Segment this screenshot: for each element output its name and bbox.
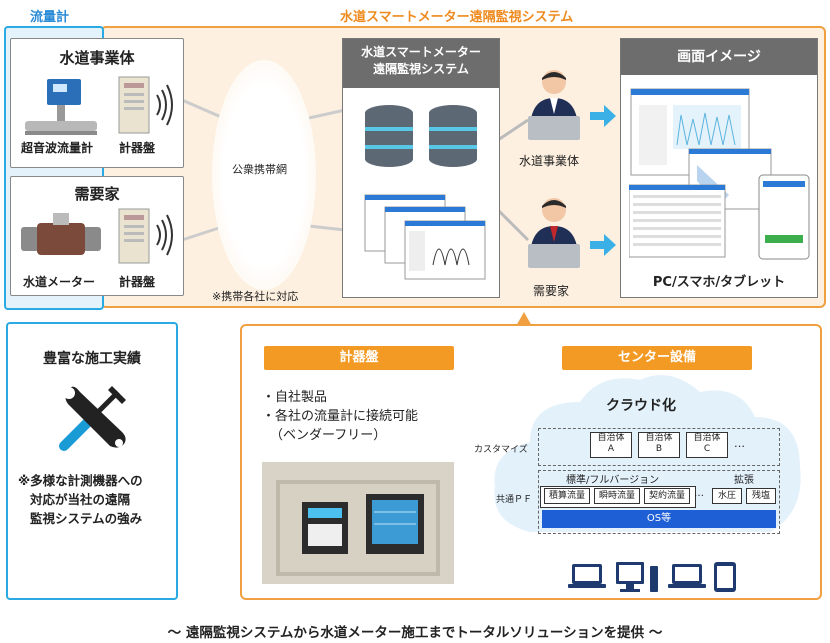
panel-label: 計器盤	[119, 275, 156, 289]
feature-ellipsis: …	[694, 488, 704, 499]
network-note: ※携帯各社に対応	[212, 290, 299, 303]
achievements-note-line2: 対応が当社の遠隔	[30, 492, 131, 507]
feature-water-pressure: 水圧	[712, 488, 742, 504]
client-devices-icon	[568, 562, 736, 592]
achievements-box: 豊富な施工実績 ※多様な計測機器への 対応が当社の遠隔 監視システムの強み	[6, 322, 178, 600]
municipality-label: 自治体	[693, 433, 721, 443]
extension-label: 拡張	[734, 475, 754, 486]
achievements-note-line1: ※多様な計測機器への	[18, 473, 143, 488]
ultrasonic-flowmeter-icon	[25, 79, 97, 135]
card-title: 需要家	[74, 185, 120, 203]
dashboard-screens-icon	[364, 194, 486, 280]
municipality-b: 自治体 B	[638, 432, 680, 458]
customize-label: カスタマイズ	[474, 445, 528, 455]
achievements-note-line3: 監視システムの強み	[30, 511, 143, 526]
standard-version-label: 標準/フルバージョン	[566, 475, 660, 486]
feature-residual-chlorine: 残塩	[746, 488, 776, 504]
screen-image-card: 画面イメージ PC/スマホ/タブレット	[620, 38, 818, 298]
municipality-id: C	[703, 444, 711, 454]
instrument-header: 計器盤	[264, 346, 454, 370]
instrument-bullet3: （ベンダーフリー）	[270, 428, 387, 443]
municipality-id: A	[607, 444, 615, 454]
common-pf-bracket	[538, 470, 780, 534]
user-utility-label: 水道事業体	[519, 154, 580, 168]
cloud-title: クラウド化	[606, 398, 676, 414]
instrument-panel-photo	[262, 462, 454, 584]
user-customer-label: 需要家	[533, 284, 570, 298]
connector-triangle-icon	[516, 312, 532, 326]
center-equipment-header: センター設備	[562, 346, 752, 370]
instrument-panel-icon	[118, 76, 173, 134]
panel-label: 計器盤	[119, 141, 156, 155]
instrument-panel-icon	[118, 208, 173, 264]
footer-tagline: ～ 遠隔監視システムから水道メーター施工までトータルソリューションを提供 ～	[167, 625, 663, 641]
screen-card-title: 画面イメージ	[621, 39, 817, 75]
network-label: 公衆携帯網	[232, 163, 287, 176]
meter-label: 超音波流量計	[21, 141, 94, 155]
customize-bracket	[538, 428, 780, 466]
customer-user-icon	[528, 198, 580, 268]
feature-instant-flow: 瞬時流量	[594, 488, 640, 504]
feature-cumulative-flow: 積算流量	[544, 488, 590, 504]
tools-icon	[59, 386, 126, 451]
mobile-network-cloud	[212, 60, 316, 290]
municipality-label: 自治体	[597, 433, 625, 443]
instrument-bullet1: ・自社製品	[262, 390, 328, 405]
municipality-id: B	[655, 444, 663, 454]
monitoring-system-card: 水道スマートメーター 遠隔監視システム	[342, 38, 500, 298]
arrow-right-icon	[590, 234, 616, 256]
arrow-right-icon	[590, 105, 616, 127]
server-database-icon	[365, 105, 477, 167]
flowmeter-section-title: 流量計	[30, 10, 70, 25]
municipality-label: 自治体	[645, 433, 673, 443]
municipality-ellipsis: …	[734, 437, 745, 450]
instrument-bullet2: ・各社の流量計に接続可能	[262, 409, 419, 424]
card-title: 水道事業体	[59, 49, 135, 67]
feature-contract-flow: 契約流量	[644, 488, 690, 504]
achievements-title: 豊富な施工実績	[43, 351, 141, 367]
municipality-c: 自治体 C	[686, 432, 728, 458]
common-pf-label: 共通ＰＦ	[496, 495, 533, 505]
system-title-line1: 水道スマートメーター	[361, 45, 481, 59]
device-caption: PC/スマホ/タブレット	[652, 275, 786, 290]
meter-label: 水道メーター	[23, 275, 96, 289]
system-section-title: 水道スマートメーター遠隔監視システム	[340, 10, 574, 25]
flowmeter-card-utility: 水道事業体 超音波流量計 計器盤	[10, 38, 184, 168]
system-card-header: 水道スマートメーター 遠隔監視システム	[343, 39, 499, 88]
flowmeter-card-customer: 需要家 水道メーター 計器盤	[10, 176, 184, 296]
water-meter-icon	[21, 213, 101, 255]
app-screenshots-icon	[629, 88, 810, 260]
system-title-line2: 遠隔監視システム	[373, 62, 469, 76]
municipality-a: 自治体 A	[590, 432, 632, 458]
os-bar: OS等	[542, 510, 776, 528]
utility-operator-icon	[528, 70, 580, 140]
